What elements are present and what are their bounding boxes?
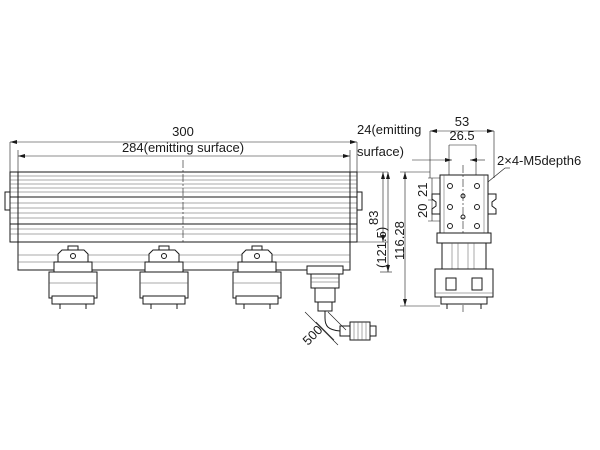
dimension-overall-width: 53 — [429, 114, 495, 178]
mount-hole-2 — [474, 183, 480, 189]
dim-hole-spacing-y2-label: 20 — [415, 204, 430, 218]
dim-hole-spacing-y1-label: 21 — [415, 183, 430, 197]
mount-hole-5 — [447, 223, 453, 229]
dim-emitting-length-label: 284(emitting surface) — [122, 140, 244, 155]
mount-hole-1 — [447, 183, 453, 189]
dim-overall-width-label: 53 — [455, 114, 469, 129]
dim-total-length-label: 300 — [172, 124, 194, 139]
dim-cable-length-label: 500 — [300, 322, 326, 348]
mount-hole-4 — [474, 204, 480, 210]
dimension-cable-length: 500 — [300, 311, 347, 348]
mounting-bracket-1 — [48, 245, 98, 309]
dim-body-height-label: 83 — [366, 211, 381, 225]
dim-emitting-width-label-2: surface) — [357, 144, 404, 159]
mounting-bracket-2 — [139, 245, 189, 309]
dim-hole-spacing-x-label: 26.5 — [449, 128, 474, 143]
dim-total-height-label: 116.28 — [392, 221, 407, 260]
dimension-hole-spacing-y: 21 20 — [415, 177, 450, 222]
mounting-bracket-3 — [232, 245, 282, 309]
hole-spec-label: 2×4-M5depth6 — [497, 153, 581, 168]
dimension-hole-spacing-x: 26.5 — [412, 128, 485, 180]
vertical-dimensions: 83 (121.5) 116.28 — [357, 171, 440, 307]
dimension-emitting-length: 284(emitting surface) — [17, 140, 351, 172]
mount-hole-6 — [474, 223, 480, 229]
side-housing — [434, 232, 494, 309]
side-view: 53 26.5 24(emitting surface) 2×4-M5depth… — [357, 114, 581, 312]
cable-connector — [306, 265, 377, 341]
dim-emitting-width-label-1: 24(emitting — [357, 122, 421, 137]
light-bar-body — [4, 160, 363, 248]
dim-ref-height-label: (121.5) — [374, 227, 389, 268]
front-view: 300 284(emitting surface) — [4, 124, 377, 348]
mount-hole-3 — [447, 204, 453, 210]
dimension-total-length: 300 — [9, 124, 358, 172]
